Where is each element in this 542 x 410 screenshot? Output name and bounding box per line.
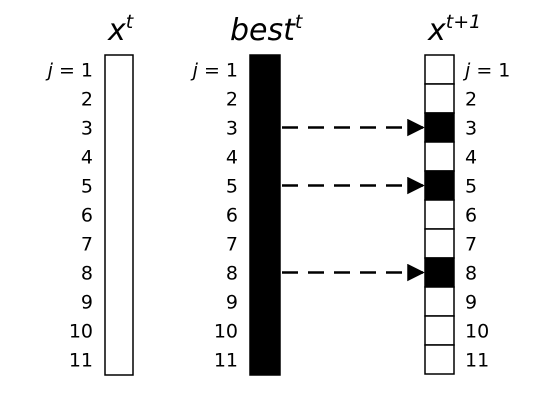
xt1-row-label: 9: [465, 292, 477, 314]
xt-column-bar: [104, 54, 134, 376]
xt1-row-label: j = 1: [462, 60, 510, 82]
xt1-row-label: 6: [465, 205, 477, 227]
xt-row-label: 3: [81, 118, 93, 140]
best-row-label: 8: [226, 263, 238, 285]
xt1-row-label: 11: [465, 350, 489, 372]
xt-heading-superscript: t: [126, 11, 135, 33]
xt-heading-base: x: [107, 13, 126, 48]
xt1-row-label: 2: [465, 89, 477, 111]
xt-row-label: 9: [81, 292, 93, 314]
xt-row-label: j = 1: [45, 60, 93, 82]
xt-row-label: 7: [81, 234, 93, 256]
best-row-labels: j = 1 2 3 4 5 6 7 8 9 10 11: [190, 60, 238, 372]
xt1-row-labels: j = 1 2 3 4 5 6 7 8 9 10 11: [462, 60, 510, 372]
xt1-cell: [424, 170, 455, 201]
xt1-cell: [424, 112, 455, 143]
xt-row-label: 2: [81, 89, 93, 111]
xt1-cell: [424, 54, 455, 85]
xt-row-label: 11: [69, 350, 93, 372]
xt1-cell: [424, 344, 455, 375]
best-heading-base: best: [230, 13, 296, 48]
best-row-label: 6: [226, 205, 238, 227]
xt1-row-label: 8: [465, 263, 477, 285]
xt1-cell: [424, 141, 455, 172]
best-row-label: 2: [226, 89, 238, 111]
best-row-label: j = 1: [190, 60, 238, 82]
xt1-row-label: 4: [465, 147, 477, 169]
xt-heading: xt: [107, 11, 135, 48]
best-row-label: 7: [226, 234, 238, 256]
xt1-cell: [424, 83, 455, 114]
best-column-bar: [249, 54, 281, 376]
best-row-label: 5: [226, 176, 238, 198]
xt-row-label: 6: [81, 205, 93, 227]
xt1-cells: [424, 54, 455, 375]
xt1-cell: [424, 228, 455, 259]
xt-row-label: 5: [81, 176, 93, 198]
xt1-heading: xt+1: [427, 11, 481, 48]
xt1-cell: [424, 199, 455, 230]
xt1-row-label: 7: [465, 234, 477, 256]
best-row-label: 4: [226, 147, 238, 169]
best-row-label: 11: [214, 350, 238, 372]
best-heading-superscript: t: [295, 11, 304, 33]
copy-arrows: [282, 118, 425, 282]
xt-row-label: 4: [81, 147, 93, 169]
xt-row-label: 10: [69, 321, 93, 343]
xt1-cell: [424, 286, 455, 317]
xt-row-labels: j = 1 2 3 4 5 6 7 8 9 10 11: [45, 60, 93, 372]
xt1-heading-base: x: [427, 13, 446, 48]
xt1-cell: [424, 257, 455, 288]
xt1-row-label: 3: [465, 118, 477, 140]
best-row-label: 10: [214, 321, 238, 343]
xt-row-label: 8: [81, 263, 93, 285]
xt1-row-label: 5: [465, 176, 477, 198]
best-row-label: 9: [226, 292, 238, 314]
best-heading: bestt: [230, 11, 304, 48]
xt1-row-label: 10: [465, 321, 489, 343]
xt1-heading-superscript: t+1: [446, 11, 481, 33]
xt1-cell: [424, 315, 455, 346]
best-row-label: 3: [226, 118, 238, 140]
